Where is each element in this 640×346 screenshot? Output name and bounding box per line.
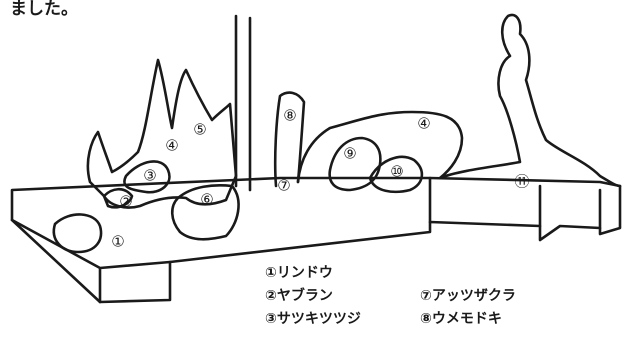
label-7: ⑦: [277, 177, 290, 195]
label-3: ③: [143, 167, 156, 185]
caption-text: ました。: [10, 0, 78, 19]
shrub-8: [273, 91, 306, 188]
legend-item-3: ③サツキツツジ: [265, 311, 361, 327]
bed-right-step: [428, 176, 602, 230]
plant-inner-2: [102, 187, 134, 209]
statue-rock: [438, 13, 622, 188]
legend-item-8: ⑧ウメモドキ: [420, 311, 502, 327]
plant-inner-3: [123, 160, 171, 194]
stone-1: [52, 213, 103, 254]
label-10: ⑩: [390, 163, 403, 181]
stone-10: [368, 155, 424, 194]
stone-6: [170, 184, 240, 241]
legend-item-7: ⑦アッツザクラ: [420, 288, 516, 304]
label-4: ④: [165, 137, 178, 155]
label-9: ⑨: [343, 145, 356, 163]
label-11: ④: [417, 115, 430, 133]
label-2: ②: [119, 193, 132, 211]
bed-front-edge: [10, 218, 172, 304]
legend-item-2: ②ヤブラン: [265, 288, 333, 304]
label-12: ⑪: [514, 173, 529, 191]
plant-cluster-left: [86, 58, 238, 209]
label-1: ①: [111, 233, 124, 251]
label-5: ⑤: [193, 121, 206, 139]
label-8: ⑧: [283, 107, 296, 125]
stake: [234, 14, 252, 192]
bed-outline: [10, 176, 622, 304]
label-6: ⑥: [200, 191, 213, 209]
mound-middle: [296, 110, 464, 184]
legend-item-1: ①リンドウ: [265, 265, 333, 281]
